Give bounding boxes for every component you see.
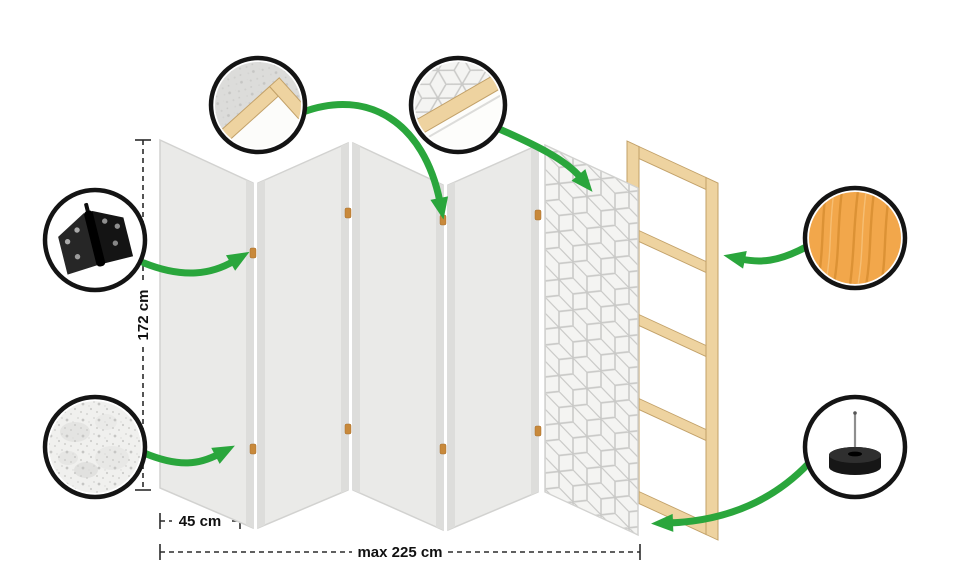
panel-1 <box>159 138 254 530</box>
panel-fold-shade <box>258 180 265 528</box>
max-width-label-bg <box>352 541 448 563</box>
hinge-mark <box>249 443 257 455</box>
hinge-mark <box>249 247 257 259</box>
frame-bottom-bar <box>638 490 707 536</box>
panel-fold-shade <box>246 180 253 528</box>
panel-3 <box>352 141 444 532</box>
frame-right-rail <box>705 176 719 541</box>
arrow-edge-to-patterned-panel <box>493 124 593 192</box>
panel-fold-shade <box>353 143 360 493</box>
foot-icon <box>829 411 881 475</box>
panel-width-label: 45 cm <box>179 513 222 530</box>
max-width-label: max 225 cm <box>357 544 442 561</box>
panel-5-patterned <box>544 143 639 537</box>
callout-fleece-texture <box>42 394 148 500</box>
hinge-mark <box>534 209 542 221</box>
fleece-texture-icon <box>49 401 141 493</box>
hinge-mark <box>439 443 447 455</box>
arrow-corner-to-joint <box>299 100 449 220</box>
panel-2 <box>257 141 349 530</box>
panel-4 <box>447 143 539 532</box>
arrow-hinge-to-joint <box>140 251 250 277</box>
hinge-mark <box>534 425 542 437</box>
dimension-panel-width: 45 cm <box>159 510 241 532</box>
frame-rung <box>638 313 707 358</box>
hinge-mark <box>344 207 352 219</box>
wood-texture-icon <box>809 192 901 284</box>
panel-fold-shade <box>531 145 538 495</box>
dimension-max-width: max 225 cm <box>159 541 641 563</box>
panel-fold-shade <box>341 143 348 493</box>
panel-fold-shade <box>436 182 443 530</box>
height-label: 172 cm <box>135 290 152 341</box>
panel-hinges <box>249 207 542 455</box>
frame-top-bar <box>638 145 707 191</box>
height-label-bg <box>132 283 154 347</box>
wooden-frame <box>626 140 719 541</box>
panel-width-label-bg <box>172 510 228 532</box>
hinge-icon <box>58 202 134 275</box>
arrow-wood-to-frame <box>723 243 810 269</box>
arrow-fleece-to-panel <box>140 445 235 467</box>
callout-arrows <box>140 100 813 532</box>
callout-wood-texture <box>802 185 908 291</box>
screen-panels <box>159 138 639 537</box>
frame-rung <box>638 397 707 442</box>
callout-hinge-detail <box>42 187 148 293</box>
hinge-mark <box>439 214 447 226</box>
arrow-foot-to-frame <box>651 459 813 532</box>
frame-rung <box>638 229 707 274</box>
panel-fold-shade <box>448 182 455 530</box>
cube-pattern-fill <box>545 145 638 535</box>
callout-foot-detail <box>802 394 908 500</box>
hinge-mark <box>344 423 352 435</box>
